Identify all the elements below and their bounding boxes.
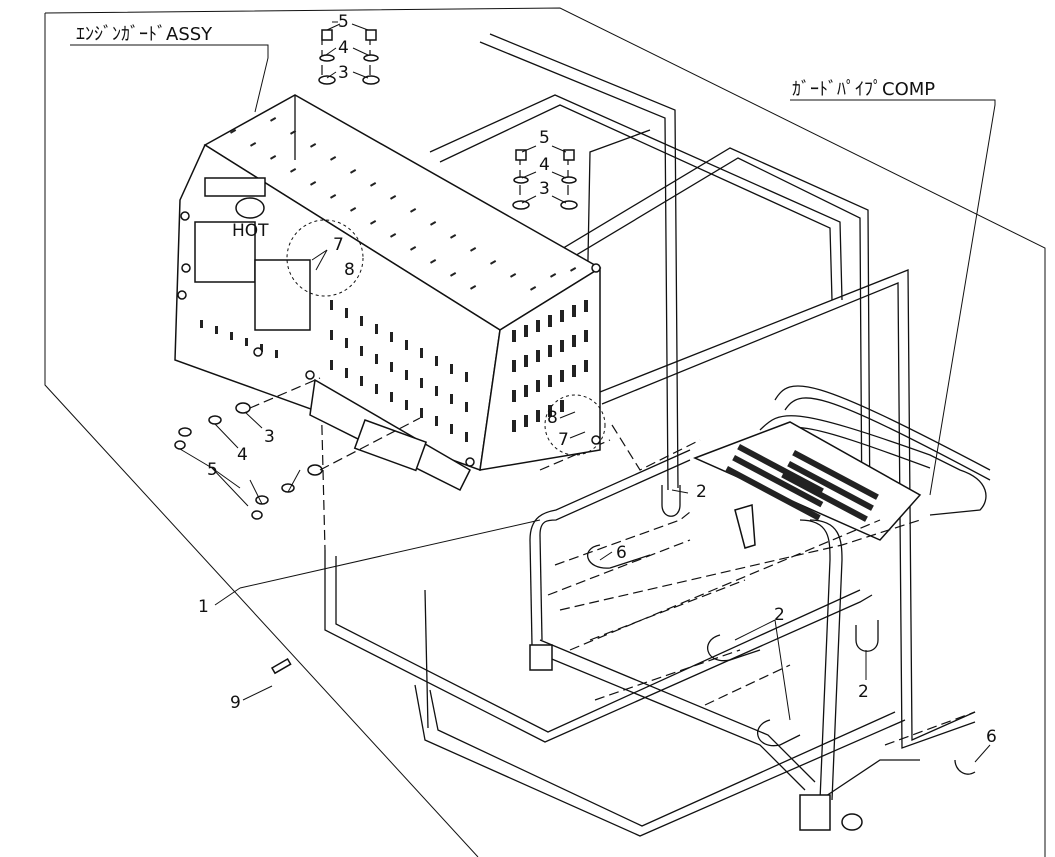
callout-6-left: 6 [616,543,627,563]
callout-5-top: 5 [338,12,349,32]
callout-6-right: 6 [986,727,997,747]
callout-3-top: 3 [338,63,349,83]
side-vent-slots [512,300,588,432]
callout-2-middle: 2 [774,605,785,625]
callout-7-top: 7 [333,235,344,255]
callout-2-lower: 2 [858,682,869,702]
callout-5-bottom: 5 [207,460,218,480]
callout-4-bottom: 4 [237,445,248,465]
bolt-heads [177,211,601,467]
callout-5-center: 5 [539,128,550,148]
callout-9: 9 [230,693,241,713]
detail-circle-side [544,394,606,456]
hardware-stack-left-bottom [174,377,421,520]
engine-guard-assy-title: ｴﾝｼﾞﾝｶﾞｰﾄﾞASSY [76,24,213,45]
engine-guard-assy: HOT [174,94,606,492]
callout-8-side: 8 [547,408,558,428]
guard-pipe-comp-title: ｶﾞｰﾄﾞﾊﾟｲﾌﾟCOMP [792,79,935,100]
hot-warning-decal: HOT [232,221,269,241]
assembly-frame-outline [44,7,1046,857]
callout-1: 1 [198,597,209,617]
u-bolts [587,485,976,775]
callout-numbers: 1 2 2 2 3 3 3 4 4 4 5 5 5 6 6 7 7 8 8 9 [198,12,997,747]
callout-7-side: 7 [558,430,569,450]
callout-leaders [214,249,991,763]
callout-3-center: 3 [539,179,550,199]
detail-circle-top [286,219,364,297]
top-vent-slots [230,117,577,291]
guard-pipe-comp [324,33,991,837]
callout-2-upper: 2 [696,482,707,502]
title-leaders [70,44,996,496]
hardware-stack-left-top [318,21,380,85]
callout-8-top: 8 [344,260,355,280]
callout-4-center: 4 [539,155,550,175]
hardware-stack-center [512,145,578,210]
front-vent-slots [200,300,468,442]
callout-4-top: 4 [338,38,349,58]
part-9-pin [270,657,292,675]
callout-3-bottom: 3 [264,427,275,447]
step-plate-holes [725,444,879,522]
